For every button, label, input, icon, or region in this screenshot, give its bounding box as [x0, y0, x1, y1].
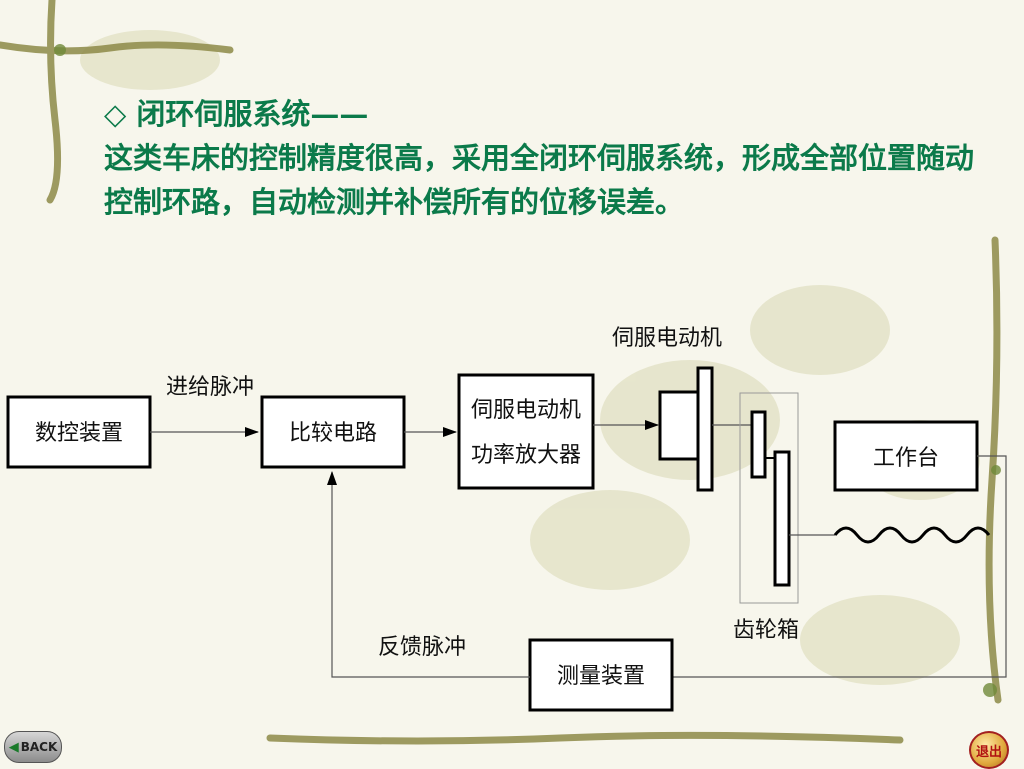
section-title: ◇ 闭环伺服系统—— [104, 97, 369, 131]
servo-motor-label: 伺服电动机 [612, 326, 722, 351]
gearbox-frame [739, 392, 799, 604]
block-nc-device-label: 数控装置 [35, 421, 123, 446]
feed-pulse-label: 进给脉冲 [166, 375, 254, 400]
feedback-line-right [672, 455, 1007, 678]
section-description: 这类车床的控制精度很高，采用全闭环伺服系统，形成全部位置随动控制环路，自动检测并… [104, 141, 975, 219]
lead-screw [833, 526, 991, 544]
gearbox-label: 齿轮箱 [733, 618, 799, 643]
slide-heading: ◇ 闭环伺服系统—— 这类车床的控制精度很高，采用全闭环伺服系统，形成全部位置随… [104, 92, 984, 224]
block-nc-device [6, 395, 152, 469]
block-compare-circuit [260, 395, 406, 469]
servo-motor-flange [696, 366, 714, 492]
gear-small [750, 410, 767, 479]
exit-button-label: 退出 [975, 744, 1002, 760]
block-compare-circuit-label: 比较电路 [289, 421, 377, 446]
block-amplifier-line1: 伺服电动机 [471, 398, 581, 423]
back-button[interactable]: ◀ BACK [4, 731, 62, 763]
block-amplifier-line2: 功率放大器 [471, 443, 581, 468]
exit-button[interactable]: 退出 [969, 731, 1009, 769]
back-button-label: BACK [20, 740, 58, 754]
gear-large [773, 450, 791, 587]
block-servo-amplifier [457, 373, 595, 490]
servo-motor-body [658, 390, 700, 461]
feedback-pulse-label: 反馈脉冲 [378, 635, 466, 660]
feedback-line-to-compare [327, 471, 530, 678]
block-measurement-device-label: 测量装置 [557, 664, 645, 689]
block-work-table-label: 工作台 [873, 446, 939, 471]
block-measurement-device [528, 638, 674, 712]
back-arrow-icon: ◀ [8, 739, 19, 755]
